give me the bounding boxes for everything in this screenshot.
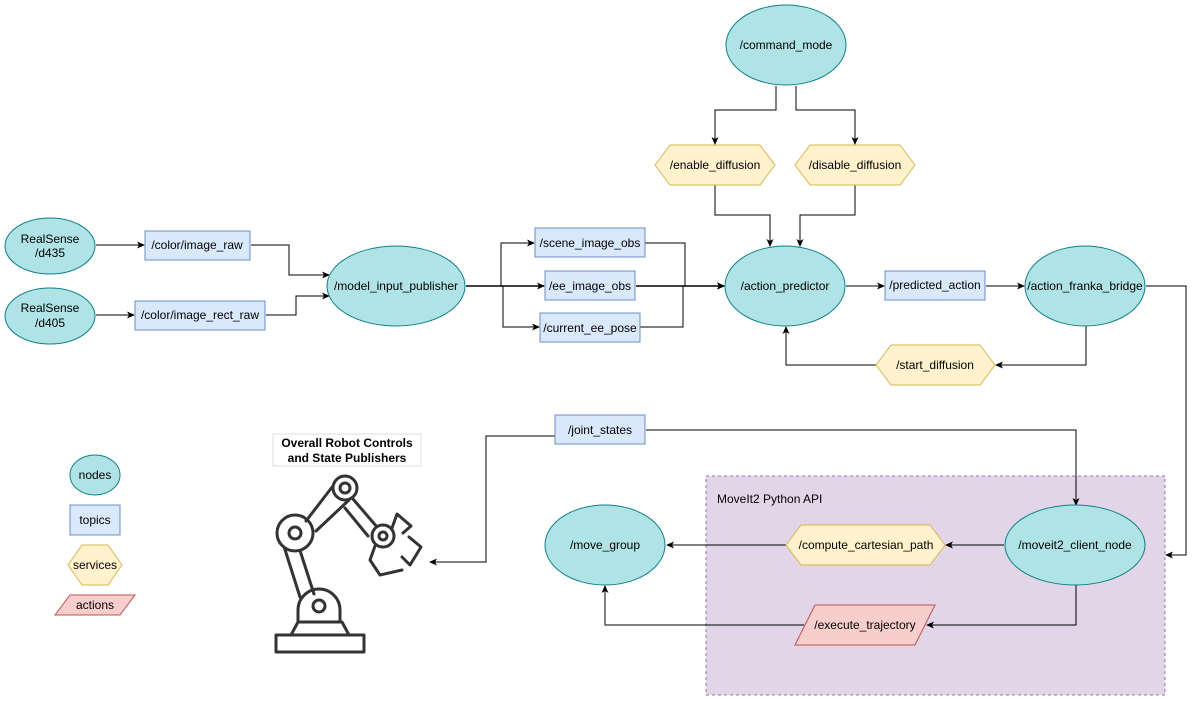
service-compute-cartesian-path-label: /compute_cartesian_path [799, 538, 934, 552]
edge-execute-trajectory-to-move-group [601, 585, 804, 626]
node-moveit2-client-node: /moveit2_client_node [1004, 504, 1146, 586]
action-execute-trajectory-label: /execute_trajectory [814, 618, 915, 632]
node-realsense-d405: RealSense /d405 [4, 287, 96, 345]
legend-actions-label: actions [76, 598, 114, 612]
legend-topics-label: topics [79, 513, 110, 527]
topic-scene-image-obs-label: /scene_image_obs [540, 236, 641, 250]
topic-scene-image-obs: /scene_image_obs [534, 227, 646, 258]
legend-services: services [67, 544, 123, 586]
topic-color-image-raw: /color/image_raw [144, 230, 251, 261]
topic-current-ee-pose: /current_ee_pose [539, 312, 641, 343]
robot-caption-line1: Overall Robot Controls [281, 436, 413, 450]
edge-image-raw-to-publisher [251, 244, 330, 279]
service-enable-diffusion-label: /enable_diffusion [670, 158, 761, 172]
node-model-input-publisher-label: /model_input_publisher [334, 279, 458, 293]
node-move-group-label: /move_group [570, 538, 640, 552]
edge-publisher-to-current-pose [466, 285, 540, 331]
legend-nodes-label: nodes [79, 468, 112, 482]
topic-joint-states: /joint_states [554, 414, 646, 445]
legend-services-label: services [73, 558, 117, 572]
topic-predicted-action: /predicted_action [884, 270, 986, 301]
edge-bridge-to-moveit-client [1146, 285, 1187, 559]
edge-enable-to-predictor [714, 185, 774, 247]
legend: nodes topics services actions [54, 454, 136, 616]
edges [96, 86, 1187, 629]
topic-predicted-action-label: /predicted_action [889, 278, 980, 292]
node-realsense-d435: RealSense /d435 [4, 217, 96, 275]
robot-caption-line2: and State Publishers [288, 451, 407, 465]
topic-ee-image-obs-label: /ee_image_obs [549, 279, 631, 293]
moveit2-group-title: MoveIt2 Python API [717, 492, 822, 506]
legend-nodes: nodes [69, 454, 121, 496]
node-model-input-publisher: /model_input_publisher [326, 245, 466, 327]
node-realsense-d435-line2: /d435 [35, 246, 65, 260]
node-realsense-d435-line1: RealSense [21, 232, 80, 246]
service-start-diffusion: /start_diffusion [875, 344, 996, 386]
action-execute-trajectory: /execute_trajectory [794, 604, 936, 646]
service-disable-diffusion: /disable_diffusion [794, 144, 916, 186]
service-start-diffusion-label: /start_diffusion [896, 358, 974, 372]
legend-actions: actions [54, 594, 136, 616]
edge-image-rect-raw-to-publisher [266, 292, 330, 316]
topic-current-ee-pose-label: /current_ee_pose [543, 321, 637, 335]
node-move-group: /move_group [544, 504, 666, 586]
edge-client-to-execute-trajectory [926, 585, 1077, 629]
edge-bridge-to-start-diffusion [995, 326, 1087, 369]
edge-disable-to-predictor [796, 185, 856, 247]
edge-joint-states-to-moveit-client [646, 429, 1080, 506]
service-enable-diffusion: /enable_diffusion [654, 144, 776, 186]
edge-joint-states-to-robot [429, 435, 555, 566]
edge-command-to-enable [711, 86, 777, 145]
node-realsense-d405-line2: /d405 [35, 316, 65, 330]
node-action-franka-bridge: /action_franka_bridge [1024, 245, 1146, 327]
robot-arm-icon [274, 474, 423, 654]
legend-topics: topics [69, 504, 121, 536]
node-command-mode-label: /command_mode [740, 38, 833, 52]
edge-command-to-disable [795, 86, 859, 145]
node-moveit2-client-node-label: /moveit2_client_node [1018, 538, 1132, 552]
node-command-mode: /command_mode [725, 4, 847, 86]
edge-start-diffusion-to-predictor [782, 326, 876, 366]
topic-color-image-rect-raw: /color/image_rect_raw [134, 300, 266, 331]
topic-ee-image-obs: /ee_image_obs [544, 270, 636, 301]
node-action-predictor-label: /action_predictor [741, 279, 830, 293]
edge-scene-image-to-predictor [645, 242, 725, 290]
node-realsense-d405-line1: RealSense [21, 301, 80, 315]
node-action-predictor: /action_predictor [724, 245, 846, 327]
topic-color-image-rect-raw-label: /color/image_rect_raw [141, 308, 259, 322]
service-compute-cartesian-path: /compute_cartesian_path [785, 524, 946, 566]
edge-publisher-to-scene-image [466, 239, 535, 287]
topic-joint-states-label: /joint_states [568, 423, 632, 437]
edge-current-pose-to-predictor [640, 282, 725, 328]
robot-caption: Overall Robot Controls and State Publish… [272, 433, 422, 467]
topic-color-image-raw-label: /color/image_raw [151, 238, 243, 252]
service-disable-diffusion-label: /disable_diffusion [809, 158, 902, 172]
node-action-franka-bridge-label: /action_franka_bridge [1027, 279, 1143, 293]
